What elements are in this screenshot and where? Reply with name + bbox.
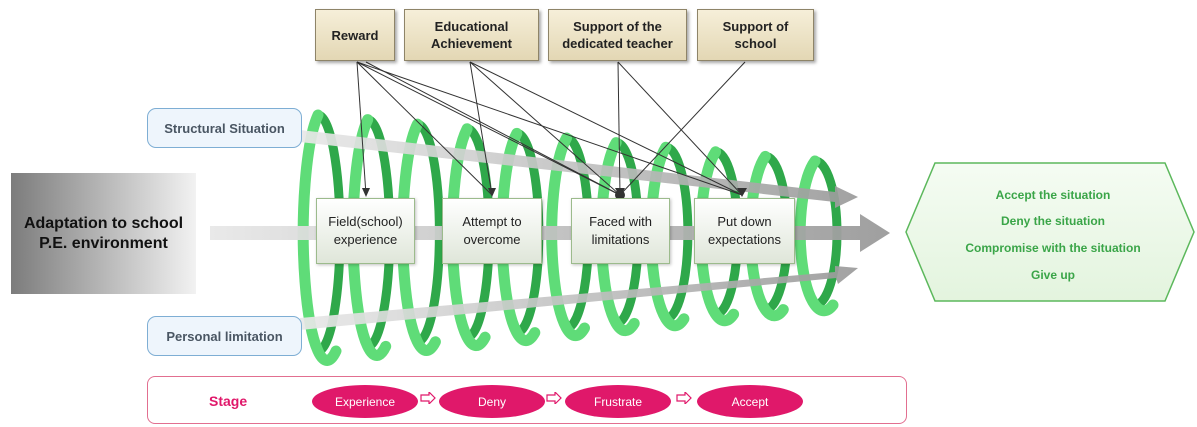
- spring-ring-front: [347, 114, 392, 361]
- outcome-deny: Deny the situation: [1000, 214, 1105, 228]
- stage-pill-experience: Experience: [312, 385, 418, 418]
- factor-label: Educational Achievement: [431, 19, 512, 51]
- stage-pill-deny: Deny: [439, 385, 545, 418]
- adaptation-line-1: Adaptation to school: [23, 214, 184, 232]
- factor-label: Support of school: [722, 19, 789, 51]
- stage-pill-frustrate: Frustrate: [565, 385, 671, 418]
- outcome-compromise: Compromise with the situation: [965, 241, 1141, 255]
- personal-limitation-label: Personal limitation: [147, 316, 302, 356]
- step-attempt-overcome: Attempt to overcome: [442, 198, 542, 264]
- outcome-accept: Accept the situation: [995, 188, 1111, 202]
- step-line: limitations: [591, 232, 650, 247]
- stage-title: Stage: [209, 393, 248, 409]
- spring-ring-front: [397, 118, 441, 356]
- factor-connector-lines: [356, 61, 746, 196]
- step-field-experience: Field(school) experience: [316, 198, 415, 264]
- adaptation-box: Adaptation to school P.E. environment: [11, 173, 196, 294]
- factor-educational-achievement: Educational Achievement: [404, 9, 539, 61]
- structural-situation-label: Structural Situation: [147, 108, 302, 148]
- top-trend-arrow: [300, 130, 858, 208]
- spring-ring-front: [297, 109, 342, 366]
- spring-ring-front: [794, 155, 839, 317]
- center-arrow: [210, 214, 890, 252]
- side-label-text: Structural Situation: [164, 120, 285, 136]
- factor-label: Support of the dedicated teacher: [562, 19, 673, 51]
- stage-pill-label: Accept: [731, 394, 769, 409]
- stage-pill-accept: Accept: [697, 385, 803, 418]
- stage-arrow-icon: [546, 392, 562, 404]
- step-line: expectations: [708, 232, 781, 247]
- step-line: Field(school): [328, 214, 403, 229]
- outcome-give-up: Give up: [1030, 268, 1075, 282]
- step-faced-limitations: Faced with limitations: [571, 198, 670, 264]
- spring-ring-front: [695, 146, 740, 327]
- step-line: Faced with: [589, 214, 652, 229]
- adaptation-line-2: P.E. environment: [39, 234, 168, 252]
- factor-reward: Reward: [315, 9, 395, 61]
- stage-pill-label: Frustrate: [593, 394, 642, 409]
- stage-pill-label: Deny: [477, 394, 506, 409]
- step-put-down-expectations: Put down expectations: [694, 198, 795, 264]
- stage-arrow-icon: [676, 392, 692, 404]
- connector-arrowheads: [362, 188, 747, 200]
- factor-teacher-support: Support of the dedicated teacher: [548, 9, 687, 61]
- step-line: experience: [333, 232, 398, 247]
- step-line: overcome: [463, 232, 521, 247]
- outcome-hexagon: [905, 162, 1195, 302]
- stage-arrow-icon: [420, 392, 436, 404]
- step-line: Attempt to: [462, 214, 522, 229]
- step-line: Put down: [717, 214, 772, 229]
- factor-school-support: Support of school: [697, 9, 814, 61]
- factor-label: Reward: [331, 27, 379, 43]
- side-label-text: Personal limitation: [166, 328, 283, 344]
- spring-ring-front: [745, 150, 789, 322]
- stage-pill-label: Experience: [334, 394, 396, 409]
- bottom-trend-arrow: [300, 266, 858, 330]
